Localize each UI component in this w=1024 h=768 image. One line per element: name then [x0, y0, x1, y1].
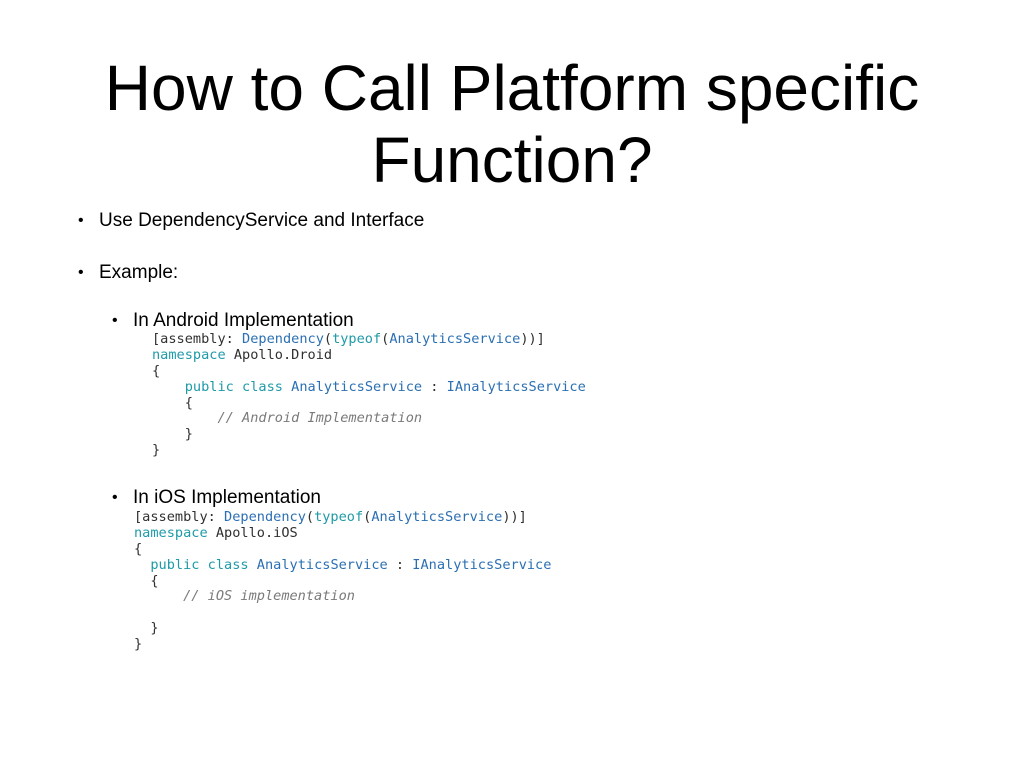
slide-title: How to Call Platform specific Function?	[0, 52, 1024, 196]
code-line: [assembly: Dependency(typeof(AnalyticsSe…	[134, 509, 551, 526]
code-token: AnalyticsService	[256, 556, 388, 573]
bullet-ios-implementation: • In iOS Implementation	[112, 487, 321, 509]
code-token: // Android Implementation	[217, 410, 423, 427]
code-token: ))]	[520, 331, 545, 347]
code-token	[152, 410, 217, 426]
code-line: // iOS implementation	[134, 589, 551, 605]
bullet-dot-icon: •	[112, 312, 118, 329]
code-token: AnalyticsService	[291, 378, 423, 395]
ios-code-block: [assembly: Dependency(typeof(AnalyticsSe…	[134, 509, 552, 653]
android-code-block: [assembly: Dependency(typeof(AnalyticsSe…	[152, 331, 586, 459]
code-line	[134, 605, 551, 621]
code-line: {	[152, 362, 586, 380]
code-token	[283, 379, 291, 395]
code-line: namespace Apollo.iOS	[134, 524, 551, 542]
code-token: (	[323, 331, 333, 347]
code-token: IAnalyticsService	[446, 378, 586, 395]
code-line: }	[152, 442, 586, 459]
code-line: namespace Apollo.Droid	[152, 346, 586, 364]
code-token: [assembly:	[152, 331, 243, 347]
code-token: AnalyticsService	[371, 509, 503, 525]
code-line: }	[134, 636, 551, 653]
code-token: namespace	[134, 524, 208, 541]
code-line: [assembly: Dependency(typeof(AnalyticsSe…	[152, 331, 586, 348]
code-token	[249, 557, 257, 573]
code-token: [assembly:	[134, 509, 225, 525]
slide-title-line-2: Function?	[371, 124, 653, 196]
code-token: Apollo.iOS	[207, 524, 298, 541]
slide-title-line-1: How to Call Platform specific	[104, 52, 920, 124]
code-line: {	[134, 572, 551, 590]
code-token: typeof	[314, 509, 364, 525]
bullet-dot-icon: •	[78, 264, 84, 281]
code-token: IAnalyticsService	[412, 556, 552, 573]
code-token	[134, 588, 183, 604]
code-token: Dependency	[224, 509, 306, 525]
code-token: typeof	[332, 331, 382, 347]
code-token: class	[207, 556, 249, 573]
bullet-example: • Example:	[78, 262, 179, 284]
bullet-use-dependency: • Use DependencyService and Interface	[78, 210, 425, 232]
code-token	[234, 379, 242, 395]
bullet-dot-icon: •	[78, 212, 84, 229]
code-token: {	[152, 362, 161, 379]
bullet-text: In Android Implementation	[133, 310, 354, 331]
bullet-text: Use DependencyService and Interface	[99, 210, 425, 231]
code-token: (	[363, 509, 372, 525]
code-line: }	[134, 620, 551, 637]
code-token: {	[134, 540, 143, 557]
code-token: :	[422, 378, 447, 395]
code-token: AnalyticsService	[389, 331, 521, 347]
code-token: }	[152, 426, 193, 443]
code-token: class	[242, 378, 283, 395]
code-token	[152, 379, 185, 395]
code-line: public class AnalyticsService : IAnalyti…	[134, 556, 552, 574]
code-token: (	[381, 331, 390, 347]
code-token: (	[305, 509, 315, 525]
code-token: :	[387, 556, 413, 573]
code-token: }	[134, 620, 159, 637]
bullet-android-implementation: • In Android Implementation	[112, 310, 354, 332]
code-token: ))]	[502, 509, 527, 525]
code-line: public class AnalyticsService : IAnalyti…	[152, 378, 586, 396]
bullet-dot-icon: •	[112, 489, 118, 506]
code-line: // Android Implementation	[152, 411, 586, 427]
bullet-text: In iOS Implementation	[133, 487, 321, 508]
code-token	[199, 557, 207, 573]
code-line: {	[134, 540, 551, 558]
code-token: }	[134, 636, 143, 653]
code-token: Apollo.Droid	[225, 346, 333, 363]
code-token: // iOS implementation	[183, 588, 355, 605]
bullet-text: Example:	[99, 262, 179, 283]
code-token: {	[134, 572, 159, 589]
code-token: {	[152, 394, 193, 411]
code-token	[134, 557, 150, 573]
code-token: public	[184, 378, 234, 395]
code-line: }	[152, 426, 586, 443]
code-token: Dependency	[242, 331, 324, 347]
code-line: {	[152, 394, 586, 412]
code-token: public	[150, 556, 200, 573]
code-token: namespace	[152, 346, 226, 363]
code-token: }	[152, 442, 161, 459]
